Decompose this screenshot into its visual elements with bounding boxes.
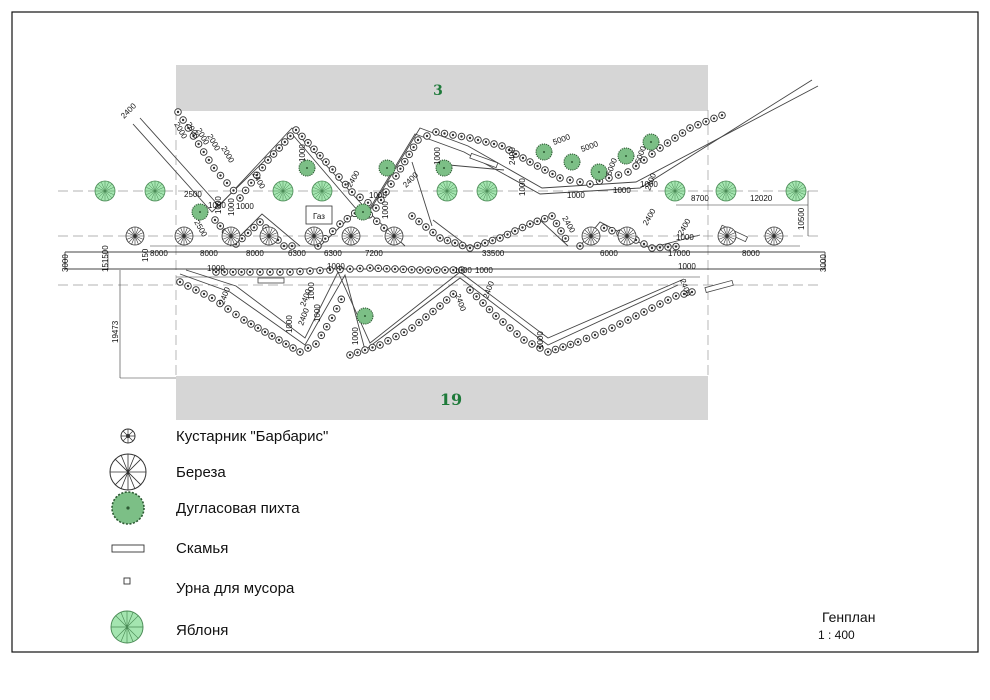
legend-label-birch: Береза [176,464,226,481]
dim-label: 1000 [207,264,225,273]
dim-label: 2400 [296,306,311,326]
legend-icons [109,428,147,644]
dim-label: 2400 [641,207,658,227]
dim-label: 1000 [313,304,322,322]
dim-label: 5000 [580,139,600,154]
dim-label: 2400 [678,278,693,298]
dim-label: 8700 [691,194,709,203]
dim-label: 2400 [345,169,362,189]
dim-label: 2000 [219,145,236,165]
building-top [176,65,708,111]
dim-label: 2400 [119,101,138,120]
legend-label-douglas-fir: Дугласовая пихта [176,500,300,517]
dim-label: 17000 [668,249,691,258]
dim-label: 1000 [327,262,345,271]
bench-icon [111,544,145,553]
legend-label-barberry: Кустарник "Барбарис" [176,428,329,445]
dim-label: 1000 [369,191,387,200]
dim-label: 6300 [288,249,306,258]
plan-scale: 1 : 400 [818,628,855,642]
dim-label: 1000 [381,201,390,219]
dim-label: 1000 [676,233,694,242]
dim-label: 1000 [536,331,545,349]
dim-label: 12020 [750,194,773,203]
dim-label: 151500 [101,245,110,272]
apple-tree-icon [110,610,144,644]
dim-label: 1000 [227,198,236,216]
dim-label: 3000 [61,254,70,272]
dim-label: 1000 [454,266,472,275]
dim-label: 150 [141,248,150,262]
dim-label: 1000 [678,262,696,271]
dim-label: 1000 [640,180,658,189]
building-top-number: 3 [433,83,443,99]
dim-label: 1000 [285,315,294,333]
gas-label: Газ [313,212,325,221]
dim-label: 1000 [236,202,254,211]
dim-label: 8000 [150,249,168,258]
dim-label: 2400 [453,293,468,313]
birch-tree-icon [109,453,147,491]
dim-label: 8000 [742,249,760,258]
dim-label: 1000 [214,196,223,214]
dim-label: 1000 [351,327,360,345]
dim-label: 2500 [184,190,202,199]
dim-label: 8000 [200,249,218,258]
dim-label: 1000 [613,186,631,195]
sheet-frame [11,11,979,653]
dim-label: 6300 [324,249,342,258]
dim-label: 1000 [433,147,442,165]
douglas-fir-icon [111,491,145,525]
dim-label: 7200 [365,249,383,258]
trash-bin-icon [123,577,131,585]
building-bottom-number: 19 [440,390,462,409]
gas-box [305,205,333,225]
dim-label: 5000 [552,132,572,147]
dim-label: 2400 [481,279,496,299]
building-bottom [176,376,708,420]
plan-title: Генплан [822,609,876,625]
legend-label-bench: Скамья [176,540,229,557]
dim-label: 1000 [567,191,585,200]
legend-label-trash-bin: Урна для мусора [176,580,295,597]
dim-label: 1000 [298,144,307,162]
dim-label: 2400 [508,147,517,165]
dim-label: 3000 [819,254,828,272]
dim-label: 10500 [797,207,806,230]
barberry-shrub-icon [120,428,136,444]
dim-label: 1000 [307,282,316,300]
dim-label: 33500 [482,249,505,258]
dim-label: 1000 [208,201,226,210]
dimension-lines [107,191,809,379]
dim-label: 1000 [518,178,527,196]
dim-label: 1000 [475,266,493,275]
dim-label: 19473 [111,320,120,343]
legend-label-apple: Яблоня [176,622,229,639]
dim-label: 8000 [246,249,264,258]
dim-label: 6000 [600,249,618,258]
